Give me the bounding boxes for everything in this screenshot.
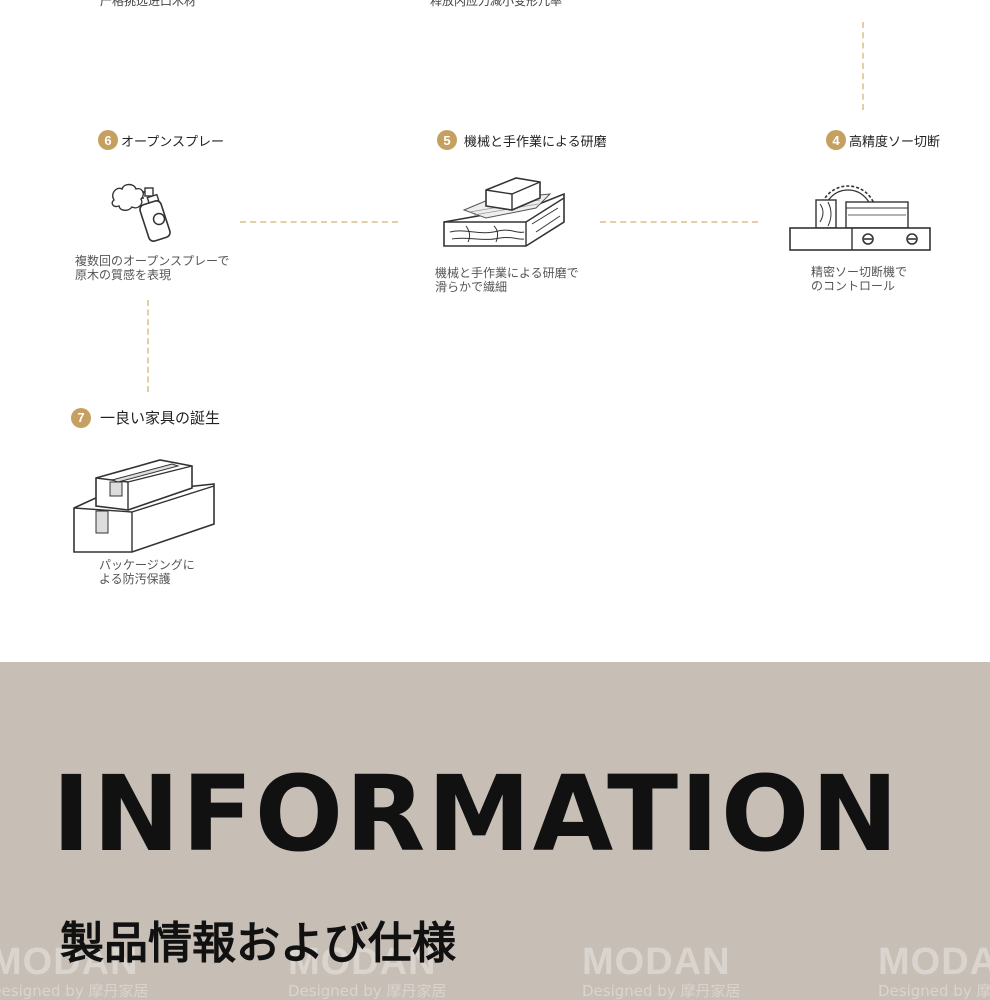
watermark-brand: MODAN [582, 941, 731, 983]
step-4-desc-line-2: のコントロール [811, 279, 896, 293]
step-4-description: 精密ソー切断機で のコントロール [811, 265, 907, 293]
step-7-heading: 7 一良い家具の誕生 [71, 407, 220, 428]
step-4-desc-line-1: 精密ソー切断機で [811, 265, 908, 279]
step-7-desc-line-2: よる防汚保護 [99, 572, 171, 586]
information-title: INFORMATION [52, 753, 901, 875]
information-subtitle: 製品情報および仕様 [60, 918, 456, 969]
connector-3-4 [862, 22, 864, 110]
step-5-title: 機械と手作業による研磨 [464, 134, 607, 150]
step-6-description: 複数回のオープンスプレーで 原木の質感を表現 [75, 254, 229, 282]
step-6-desc-line-2: 原木の質感を表現 [75, 268, 172, 282]
step-1-desc-partial: 产格挑选进口木材 [100, 0, 197, 8]
step-4-heading: 4 高精度ソー切断 [826, 130, 940, 150]
watermark: MODAN Designed by 摩丹家居 [582, 942, 740, 1000]
watermark-brand: MODAN [288, 941, 437, 983]
step-5-description: 機械と手作業による研磨で 滑らかで繊細 [435, 266, 579, 294]
step-5-desc-line-2: 滑らかで繊細 [435, 280, 508, 294]
watermark-brand: MODAN [878, 941, 990, 983]
spray-can-icon [111, 183, 171, 242]
step-2-desc-partial: 释放内应力减小变形几率 [430, 0, 563, 8]
watermark-tagline: Designed by 摩丹家居 [878, 982, 990, 1000]
connector-4-5 [600, 221, 758, 223]
step-6-heading: 6 オープンスプレー [98, 130, 224, 150]
watermark-tagline: Designed by 摩丹家居 [582, 982, 741, 1000]
stacked-boxes-icon [73, 459, 215, 553]
process-section: 产格挑选进口木材 释放内应力减小变形几率 6 オープンスプレー 5 機械と手作業… [71, 0, 941, 586]
watermark-tagline: Designed by 摩丹家居 [0, 982, 149, 1000]
step-4-number: 4 [826, 130, 846, 150]
step-7-description: パッケージングに よる防汚保護 [99, 558, 195, 586]
step-5-desc-line-1: 機械と手作業による研磨で [435, 266, 579, 280]
step-7-number: 7 [71, 407, 91, 428]
sanding-block-icon [443, 177, 565, 247]
step-6-number: 6 [98, 130, 118, 150]
step-6-title: オープンスプレー [121, 134, 224, 150]
watermark-brand: MODAN [0, 941, 139, 983]
connector-6-7 [147, 300, 149, 392]
watermark-tagline: Designed by 摩丹家居 [288, 982, 447, 1000]
step-7-title: 一良い家具の誕生 [100, 409, 221, 427]
step-6-desc-line-1: 複数回のオープンスプレーで [75, 254, 230, 268]
step-4-title: 高精度ソー切断 [849, 134, 941, 150]
information-banner: MODAN Designed by 摩丹家居 MODAN Designed by… [0, 662, 990, 1000]
watermark: MODAN Designed by 摩丹家居 [288, 942, 446, 1000]
step-5-number: 5 [437, 130, 457, 150]
watermark: MODAN Designed by 摩丹家居 [0, 942, 148, 1000]
circular-saw-icon [789, 185, 931, 251]
step-7-desc-line-1: パッケージングに [99, 558, 195, 572]
watermark: MODAN Designed by 摩丹家居 [878, 942, 990, 1000]
connector-5-6 [240, 221, 398, 223]
step-5-heading: 5 機械と手作業による研磨 [437, 130, 607, 150]
